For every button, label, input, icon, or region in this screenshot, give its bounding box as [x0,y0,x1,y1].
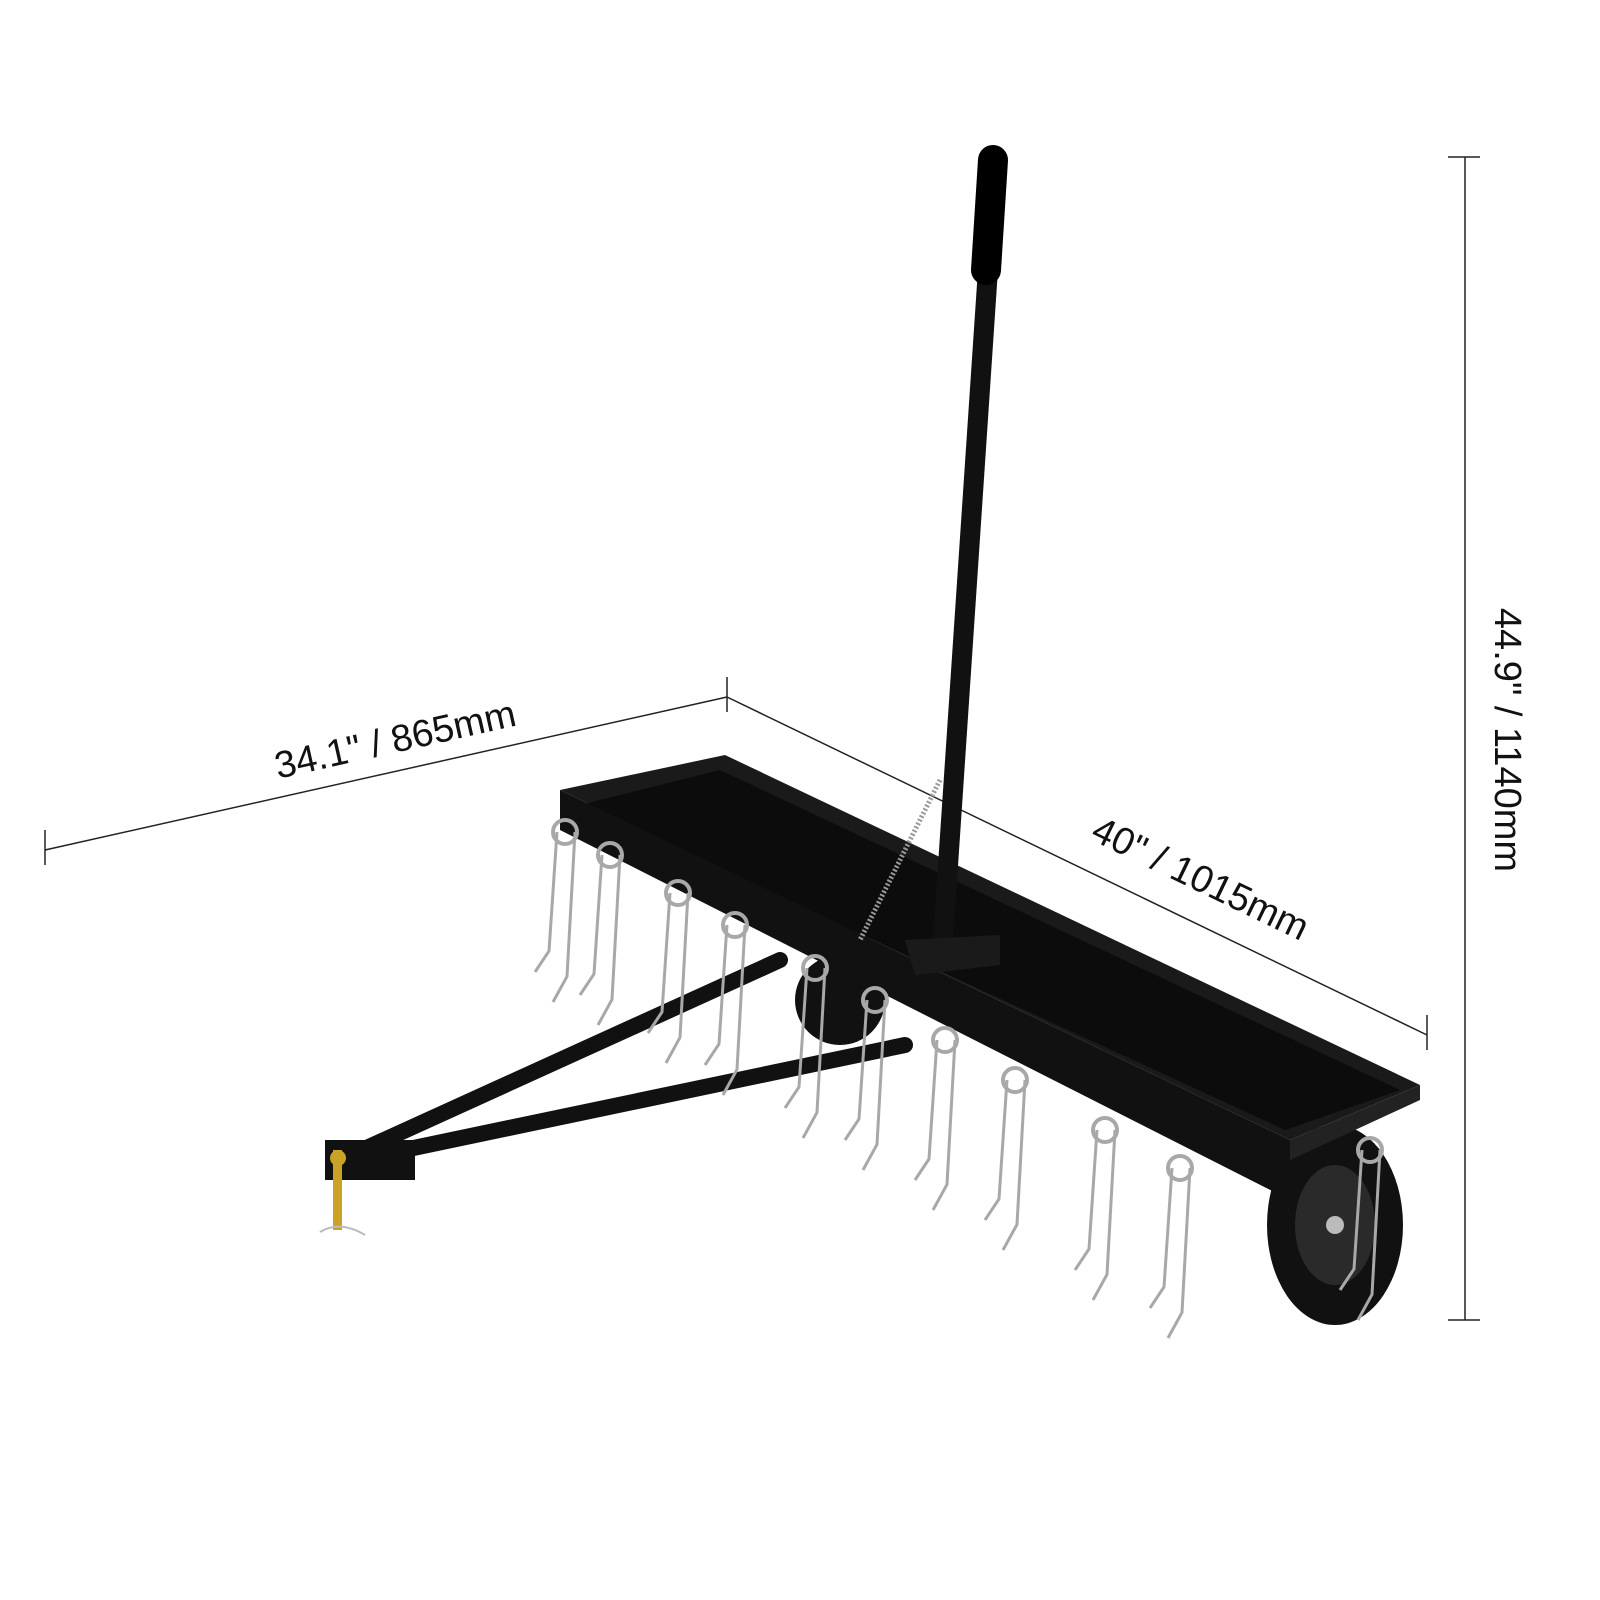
tine [931,1039,957,1211]
tine [1356,1149,1382,1321]
tine-spring [596,841,624,869]
tine-spring [931,1026,959,1054]
tine-spring [1091,1116,1119,1144]
tine [801,967,827,1139]
tine [533,831,559,973]
tine-spring [1356,1136,1384,1164]
tine-spring [801,954,829,982]
tine-spring [1166,1154,1194,1182]
tine-spring [1001,1066,1029,1094]
tine [1148,1167,1174,1309]
tray [560,755,1420,1200]
tine [861,999,887,1171]
height-dimension [1448,156,1480,1321]
handle [857,145,1008,975]
tine [1001,1079,1027,1251]
tine [1073,1129,1099,1271]
tine [551,831,577,1003]
depth-dimension [44,677,728,865]
tine [983,1079,1009,1221]
tine [1338,1149,1364,1291]
tine [783,967,809,1109]
tine [913,1039,939,1181]
tine [596,854,622,1026]
depth-label: 34.1" / 865mm [271,693,520,788]
tine-spring [551,818,579,846]
width-dimension [726,696,1428,1050]
tine [1091,1129,1117,1301]
tine [703,924,729,1066]
tine-spring [721,911,749,939]
tine [664,892,690,1064]
tine [843,999,869,1141]
spring-tines [533,818,1384,1339]
width-label: 40" / 1015mm [1085,809,1315,949]
tine [721,924,747,1096]
tine-spring [664,879,692,907]
tine [646,892,672,1034]
tine-spring [861,986,889,1014]
hitch-pin [319,1150,366,1236]
tine [1166,1167,1192,1339]
tine [578,854,604,996]
height-label: 44.9" / 1140mm [1486,608,1528,872]
